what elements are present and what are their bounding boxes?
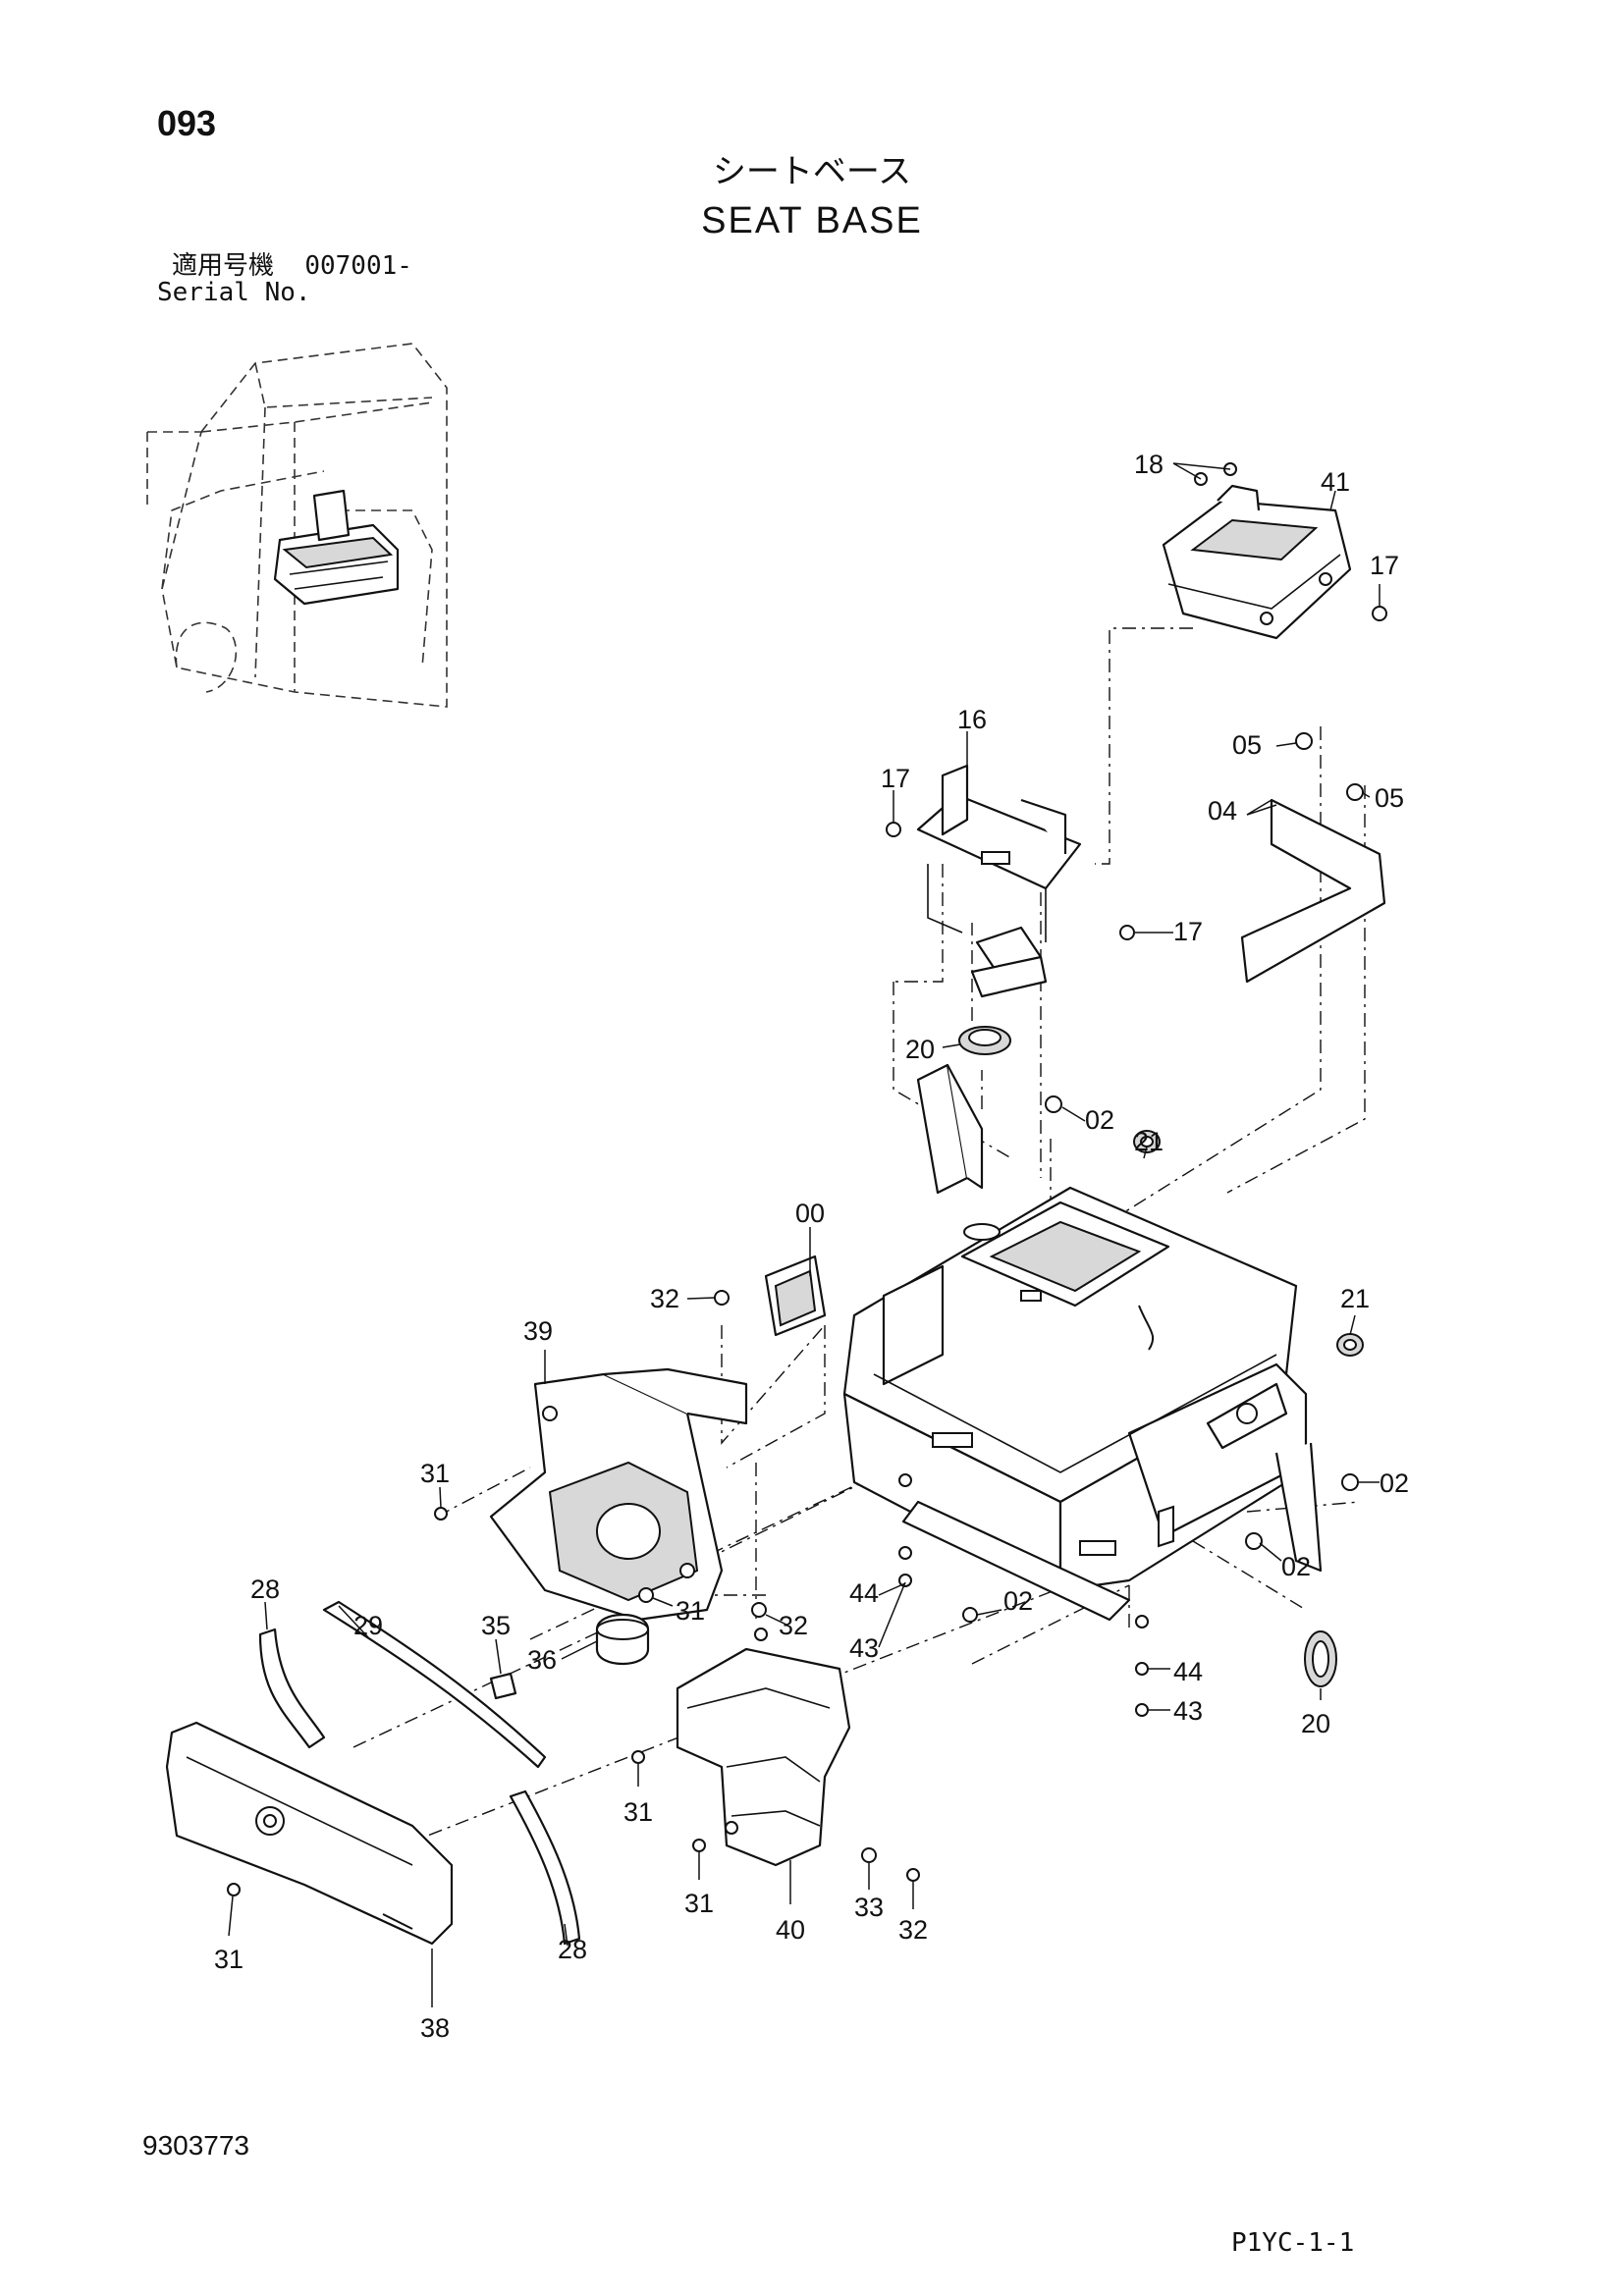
callout-31-front: 31	[623, 1797, 653, 1827]
callout-29: 29	[353, 1611, 383, 1640]
small-round-parts	[489, 1026, 1364, 1700]
callout-02-upper: 02	[1085, 1105, 1114, 1135]
callout-40: 40	[776, 1915, 805, 1945]
callout-18: 18	[1134, 450, 1164, 479]
part-28-29-strips	[258, 1600, 581, 1946]
part-00-main-frame	[764, 1063, 1323, 1622]
callout-35: 35	[481, 1611, 511, 1640]
callout-28-lower: 28	[558, 1935, 587, 1964]
callout-17-top: 17	[1370, 551, 1399, 580]
serial-label-english: Serial No.	[157, 278, 311, 307]
title-english: SEAT BASE	[701, 200, 923, 241]
callout-32-bottom: 32	[898, 1915, 928, 1945]
callout-17-middle: 17	[1173, 917, 1203, 946]
part-38-front-panel	[165, 1721, 454, 1946]
callout-02-lower: 02	[1003, 1586, 1033, 1616]
part-41-upper-cover	[1162, 484, 1352, 640]
callout-31-cover: 31	[420, 1459, 450, 1488]
callout-32-middle: 32	[779, 1611, 808, 1640]
callout-labels: 18 41 17 16 17 05 05 04 17 20 02 21 00 2…	[214, 450, 1409, 2043]
callout-02-right: 02	[1380, 1468, 1409, 1498]
callout-21-upper: 21	[1134, 1127, 1164, 1156]
callout-20-upper: 20	[905, 1035, 935, 1064]
cab-locator-illustration	[146, 343, 448, 708]
callout-31-cap: 31	[676, 1596, 705, 1626]
callout-02-frame: 02	[1281, 1552, 1311, 1581]
callout-41: 41	[1321, 467, 1350, 497]
title-japanese: シートベース	[712, 153, 912, 190]
callout-38: 38	[420, 2013, 450, 2043]
serial-value: 007001-	[304, 251, 412, 281]
part-39-side-cover	[489, 1367, 748, 1622]
page-number: 093	[157, 103, 217, 143]
callout-16: 16	[957, 705, 987, 734]
serial-line-japanese: 適用号機 007001-	[172, 253, 412, 279]
callout-05-lower: 05	[1375, 783, 1404, 813]
callout-21-right: 21	[1340, 1284, 1370, 1313]
callout-32-top: 32	[650, 1284, 679, 1313]
part-16-bracket	[916, 764, 1082, 998]
page-reference: P1YC-1-1	[1231, 2228, 1355, 2258]
serial-label-jp: 適用号機	[172, 251, 275, 281]
callout-43-left: 43	[849, 1633, 879, 1663]
callout-39: 39	[523, 1316, 553, 1346]
callout-28-upper: 28	[250, 1575, 280, 1604]
callout-44-left: 44	[849, 1578, 879, 1608]
callout-00: 00	[795, 1199, 825, 1228]
callout-05-upper: 05	[1232, 730, 1262, 760]
callout-17-left: 17	[881, 764, 910, 793]
callout-04: 04	[1208, 796, 1237, 826]
callout-36: 36	[527, 1645, 557, 1675]
callout-31-panel: 31	[214, 1945, 244, 1974]
part-04-plate	[1240, 798, 1386, 984]
fasteners	[227, 462, 1387, 1896]
part-40-corner-cover	[676, 1647, 851, 1867]
callout-43-right: 43	[1173, 1696, 1203, 1726]
document-number: 9303773	[142, 2130, 250, 2161]
leader-lines	[228, 462, 1380, 2007]
callout-20-lower: 20	[1301, 1709, 1330, 1738]
callout-33: 33	[854, 1893, 884, 1922]
callout-44-right: 44	[1173, 1657, 1203, 1686]
callout-31-corner: 31	[684, 1889, 714, 1918]
